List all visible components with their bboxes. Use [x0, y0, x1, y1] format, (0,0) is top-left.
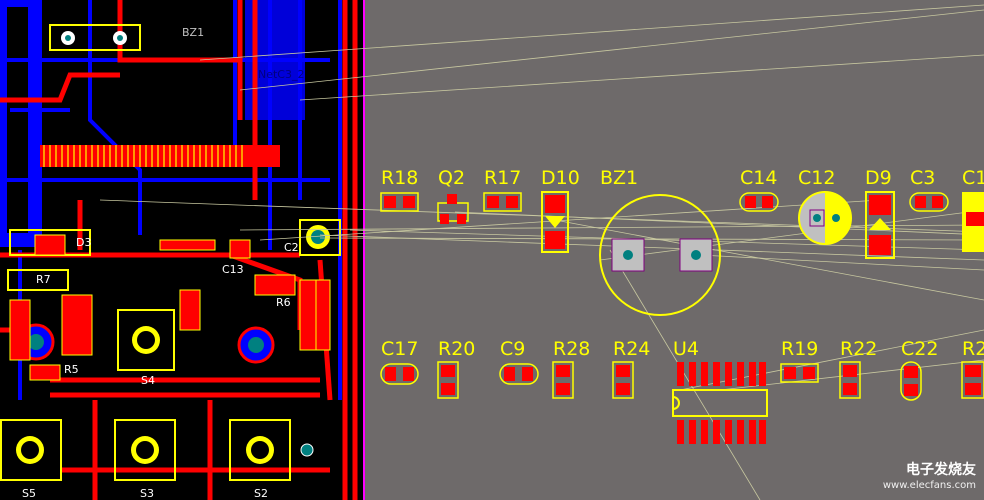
footprint-q2[interactable] — [437, 194, 469, 224]
ref-r28: R28 — [553, 338, 590, 360]
footprint-r24[interactable] — [612, 361, 634, 399]
ref-c22: C22 — [901, 338, 938, 360]
label-c13: C13 — [222, 263, 244, 276]
footprint-c14[interactable] — [739, 192, 779, 212]
footprint-r2[interactable] — [961, 361, 984, 399]
ref-d10: D10 — [541, 167, 580, 189]
label-s3: S3 — [140, 487, 154, 500]
ref-r20: R20 — [438, 338, 475, 360]
row2-labels: C17 R20 C9 R28 R24 U4 R19 R22 C22 R2 — [381, 338, 984, 360]
ref-c12: C12 — [798, 167, 835, 189]
label-s5: S5 — [22, 487, 36, 500]
ref-c14: C14 — [740, 167, 777, 189]
footprint-d10[interactable] — [541, 191, 569, 253]
ref-r24: R24 — [613, 338, 650, 360]
ref-r19: R19 — [781, 338, 818, 360]
ref-r18: R18 — [381, 167, 418, 189]
footprint-c12[interactable] — [798, 191, 852, 245]
footprint-d9[interactable] — [865, 191, 895, 259]
silkscreen-outlines — [0, 24, 341, 481]
board-edge — [363, 0, 365, 500]
footprint-bz1[interactable] — [599, 194, 721, 316]
label-r5: R5 — [64, 363, 79, 376]
ref-r17: R17 — [484, 167, 521, 189]
ref-q2: Q2 — [438, 167, 465, 189]
row1-labels: R18 Q2 R17 D10 BZ1 C14 C12 D9 C3 C1 — [381, 167, 984, 189]
ref-r2: R2 — [962, 338, 984, 360]
bottom-pour-left — [0, 0, 42, 247]
watermark-url: www.elecfans.com — [882, 480, 976, 491]
watermark: 电子发烧友 www.elecfans.com — [883, 462, 976, 494]
footprint-c17[interactable] — [380, 363, 419, 385]
label-net-a: NetC3_2 — [258, 68, 305, 81]
footprint-c9[interactable] — [499, 363, 539, 385]
footprint-r19[interactable] — [780, 363, 819, 383]
label-c2: C2 — [284, 241, 299, 254]
ic-pad-row — [40, 145, 280, 167]
row1-footprints[interactable] — [380, 191, 984, 316]
footprint-u4[interactable] — [672, 362, 768, 444]
footprint-r18[interactable] — [380, 192, 419, 212]
label-s2: S2 — [254, 487, 268, 500]
footprint-c22[interactable] — [900, 361, 922, 401]
board-silk-text: S5 S3 S2 S4 R5 C13 C2 D3 R6 R7 BZ1 NetC3… — [22, 26, 305, 500]
ref-c1: C1 — [962, 167, 984, 189]
ic-pin-marks — [43, 145, 243, 167]
footprint-c1[interactable] — [962, 192, 984, 252]
label-bz-small: BZ1 — [182, 26, 204, 39]
row2-footprints[interactable] — [380, 361, 984, 444]
ref-r22: R22 — [840, 338, 877, 360]
footprint-r28[interactable] — [552, 361, 574, 399]
ref-d9: D9 — [865, 167, 892, 189]
label-r6: R6 — [276, 296, 291, 309]
watermark-title: 电子发烧友 — [906, 462, 976, 478]
label-r7: R7 — [36, 273, 51, 286]
ref-c3: C3 — [910, 167, 935, 189]
ref-u4: U4 — [673, 338, 699, 360]
label-d3: D3 — [76, 236, 91, 249]
smd-pads — [9, 234, 331, 381]
button-holes — [21, 331, 269, 459]
label-s4: S4 — [141, 374, 155, 387]
ref-bz1: BZ1 — [600, 167, 638, 189]
footprint-r17[interactable] — [483, 192, 522, 212]
routed-board-area: S5 S3 S2 S4 R5 C13 C2 D3 R6 R7 BZ1 NetC3… — [0, 0, 365, 500]
ref-c17: C17 — [381, 338, 418, 360]
footprint-r20[interactable] — [437, 361, 459, 399]
footprint-c3[interactable] — [909, 192, 949, 212]
ref-c9: C9 — [500, 338, 525, 360]
footprint-r22[interactable] — [839, 361, 861, 399]
